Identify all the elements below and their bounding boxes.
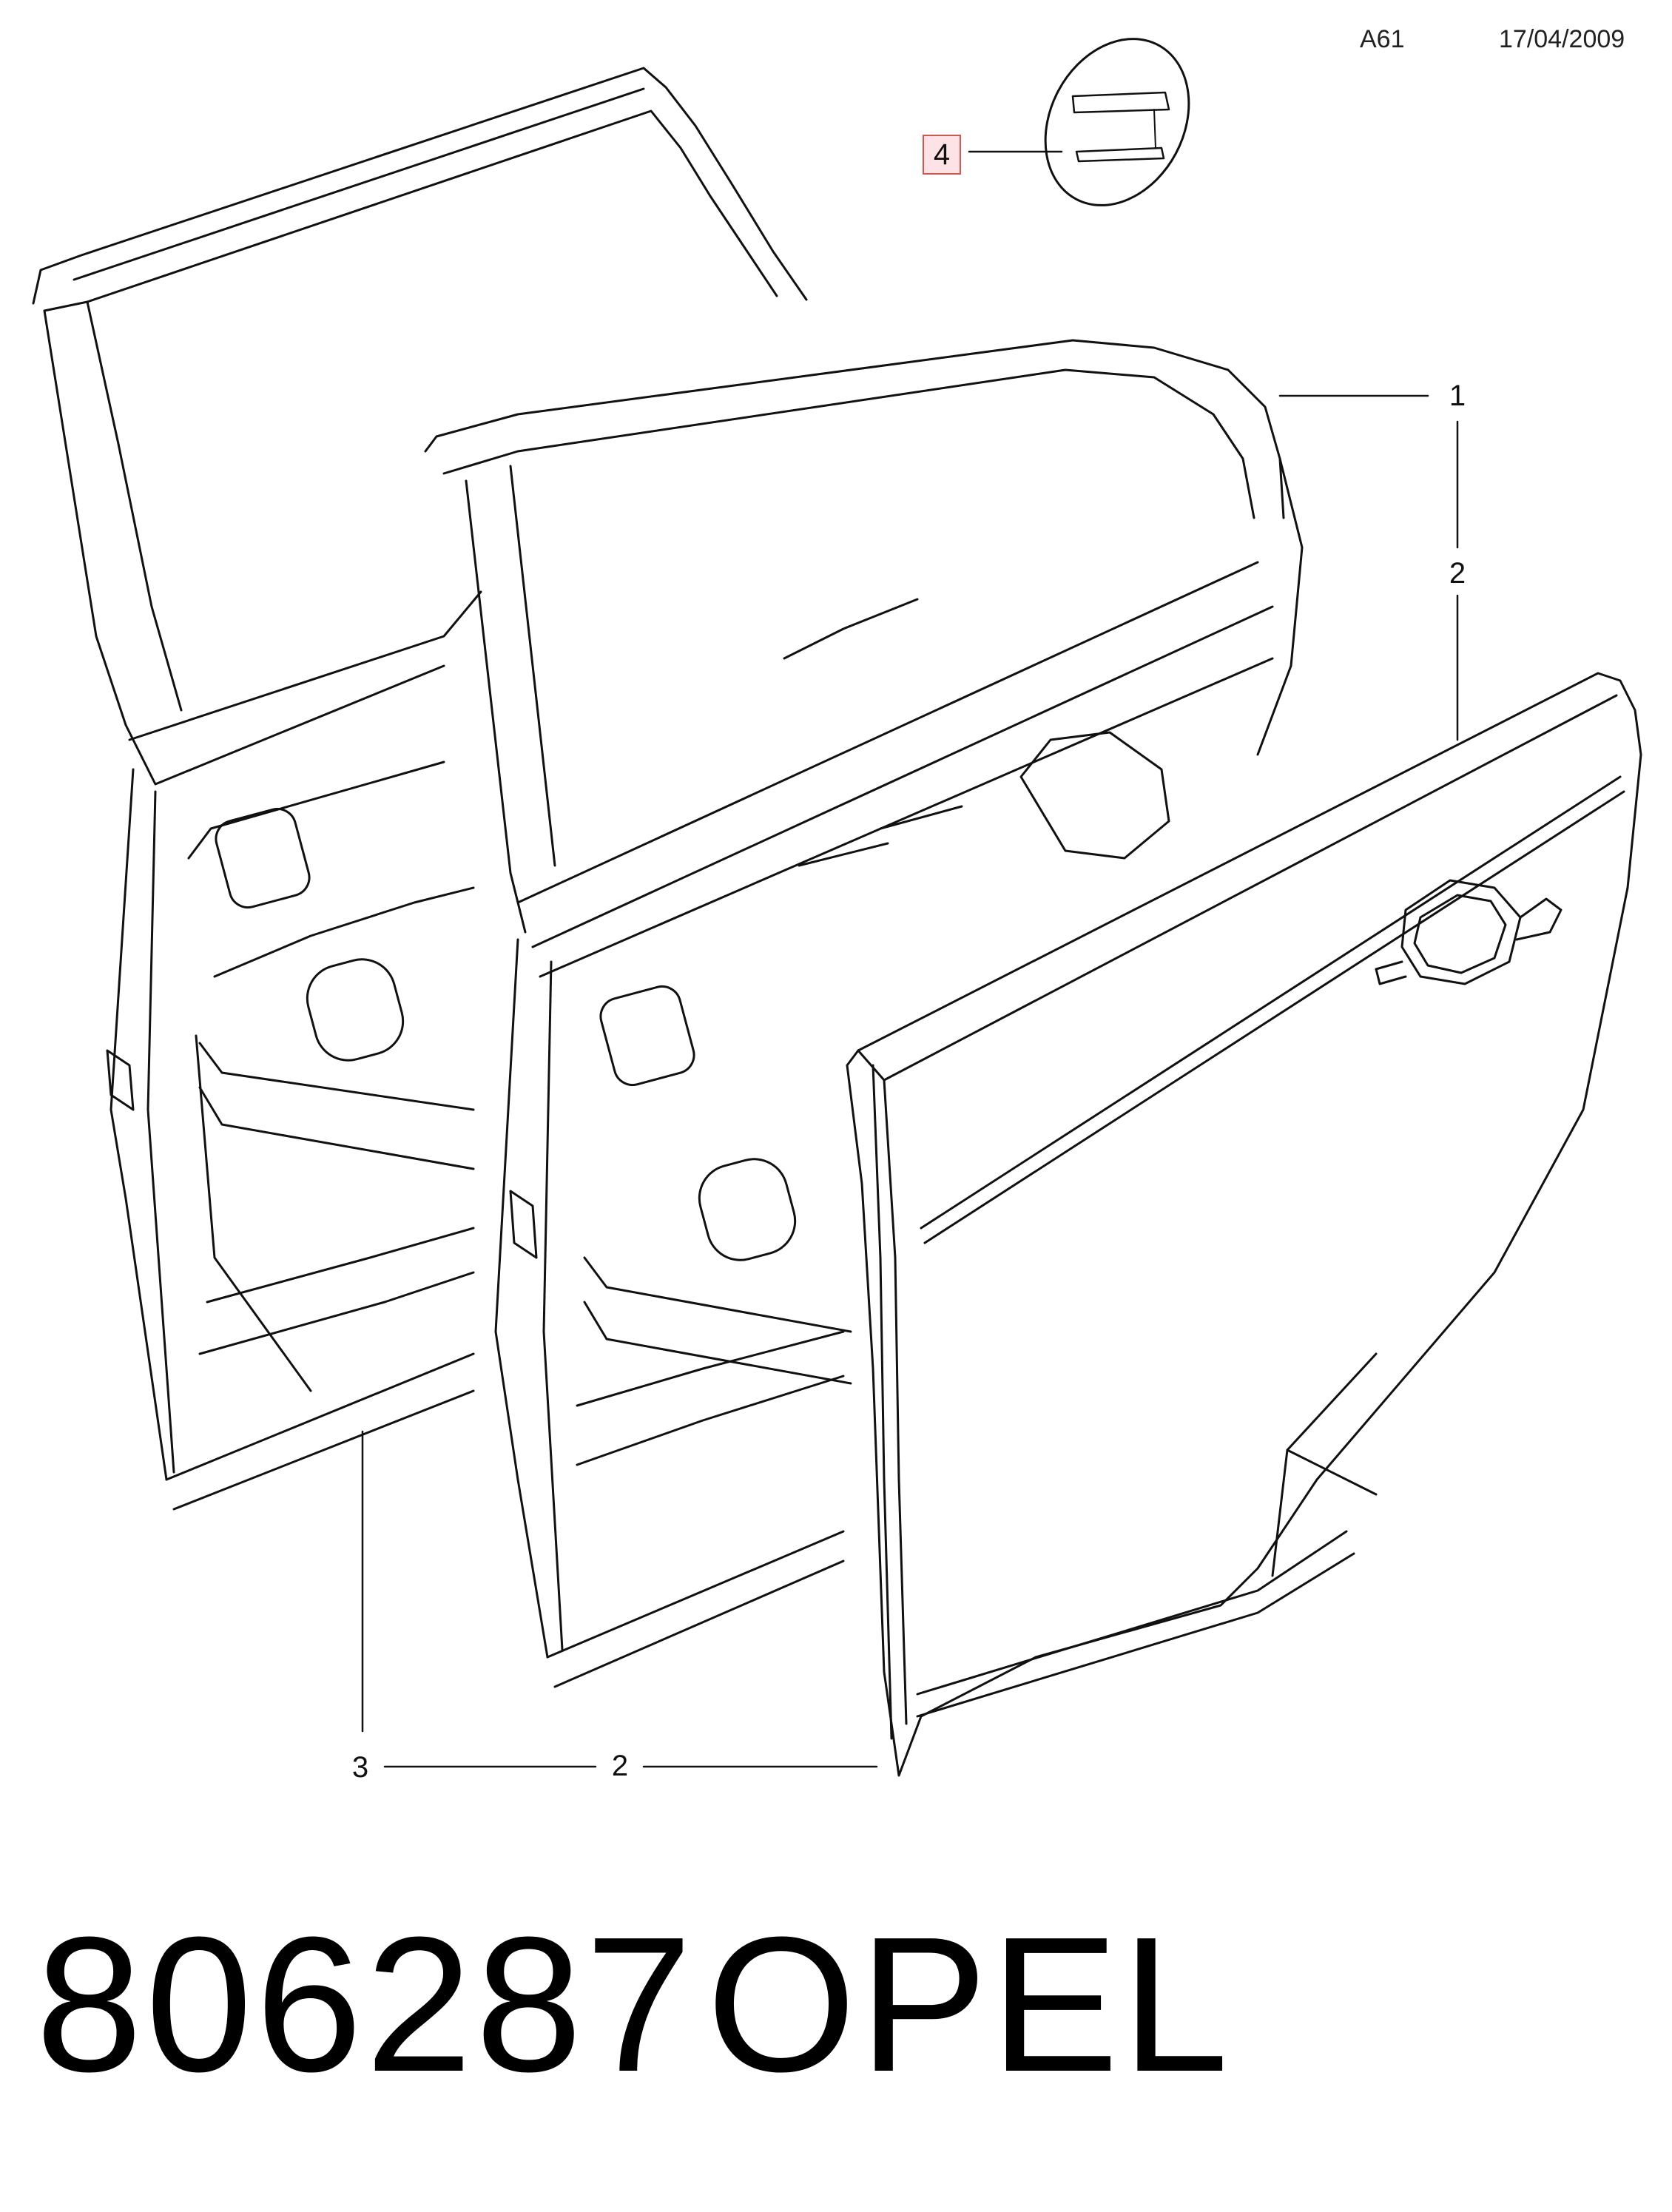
callout-2-lower: 2 bbox=[612, 1750, 628, 1782]
callout-1: 1 bbox=[1449, 380, 1466, 412]
sheet-date: 17/04/2009 bbox=[1499, 25, 1625, 53]
leader-lines bbox=[361, 150, 1459, 1768]
callout-4: 4 bbox=[934, 138, 950, 171]
brand-name: OPEL bbox=[707, 1898, 1232, 2112]
part-number: 806287 bbox=[36, 1898, 695, 2112]
exploded-door-diagram: 4 1 2 3 2 bbox=[32, 38, 1642, 1784]
part-2-door-inner-assembly bbox=[424, 339, 1304, 1688]
part-4-round-plug bbox=[1044, 38, 1190, 206]
sheet-code: A61 bbox=[1360, 25, 1405, 53]
callout-4-highlight bbox=[923, 135, 961, 175]
part-1-outer-door-panel bbox=[846, 672, 1642, 1777]
callout-3: 3 bbox=[352, 1751, 368, 1784]
callout-2-upper: 2 bbox=[1449, 557, 1466, 590]
part-3-rear-door-inner-frame bbox=[32, 67, 808, 1511]
